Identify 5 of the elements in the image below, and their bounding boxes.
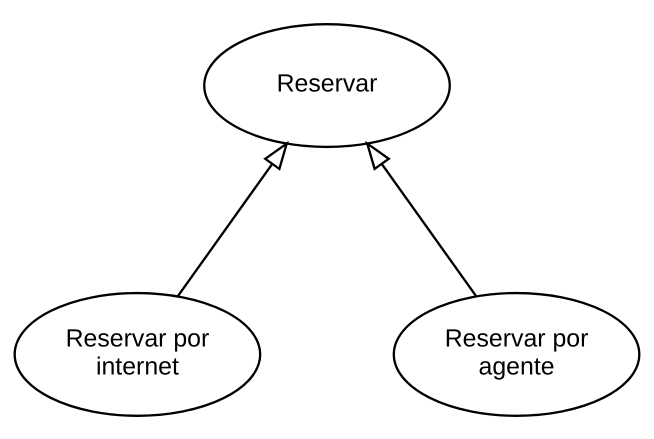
node-ellipse: Reservar [203, 22, 451, 148]
arrow [177, 140, 289, 296]
node-ellipse: Reservar por agente [392, 291, 640, 416]
node-ellipse: Reservar por internet [14, 291, 262, 416]
arrow [365, 140, 477, 296]
